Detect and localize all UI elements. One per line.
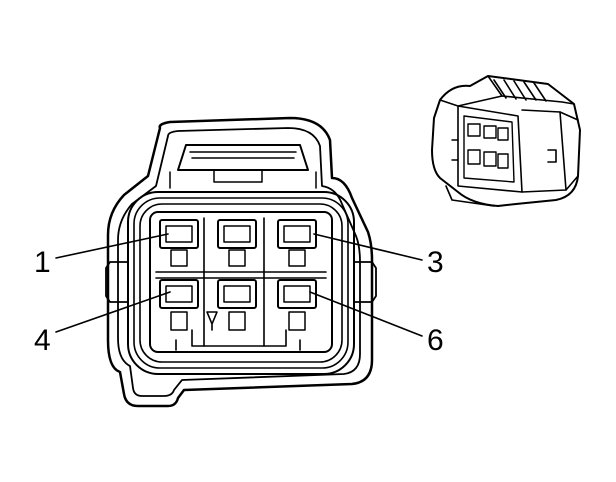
callout-label-1: 1: [34, 246, 51, 279]
leader-line-3: [313, 233, 423, 261]
connector-isometric-view: [431, 75, 581, 207]
terminal-cavity-1: [159, 219, 199, 267]
side-tab-left: [105, 261, 129, 303]
iso-body: [431, 75, 581, 207]
callout-label-4: 4: [34, 324, 51, 357]
callout-label-6: 6: [427, 324, 444, 357]
seal-ring-inner: [139, 203, 343, 363]
terminal-cavity-3: [277, 219, 317, 267]
cavity-block: [149, 211, 333, 353]
housing-outline: [106, 116, 374, 408]
side-tab-right: [353, 261, 377, 303]
callout-leaders: [55, 233, 423, 337]
housing-inner-outline: [117, 127, 361, 397]
terminal-cavity-4: [159, 279, 199, 331]
connector-face: [105, 116, 377, 408]
polarization-key: [206, 311, 218, 331]
terminal-cavity-6: [277, 279, 317, 331]
column-dividers: [203, 217, 265, 347]
leader-line-4: [55, 291, 171, 333]
latch: [177, 144, 309, 171]
seal-ring-middle: [133, 197, 349, 369]
terminal-cavity-2: [217, 219, 257, 267]
terminal-cavity-5: [217, 279, 257, 331]
row-divider: [155, 271, 327, 279]
seal-ring-outer: [127, 191, 355, 375]
callout-label-3: 3: [427, 246, 444, 279]
leader-line-1: [55, 233, 169, 259]
leader-line-6: [309, 291, 423, 337]
